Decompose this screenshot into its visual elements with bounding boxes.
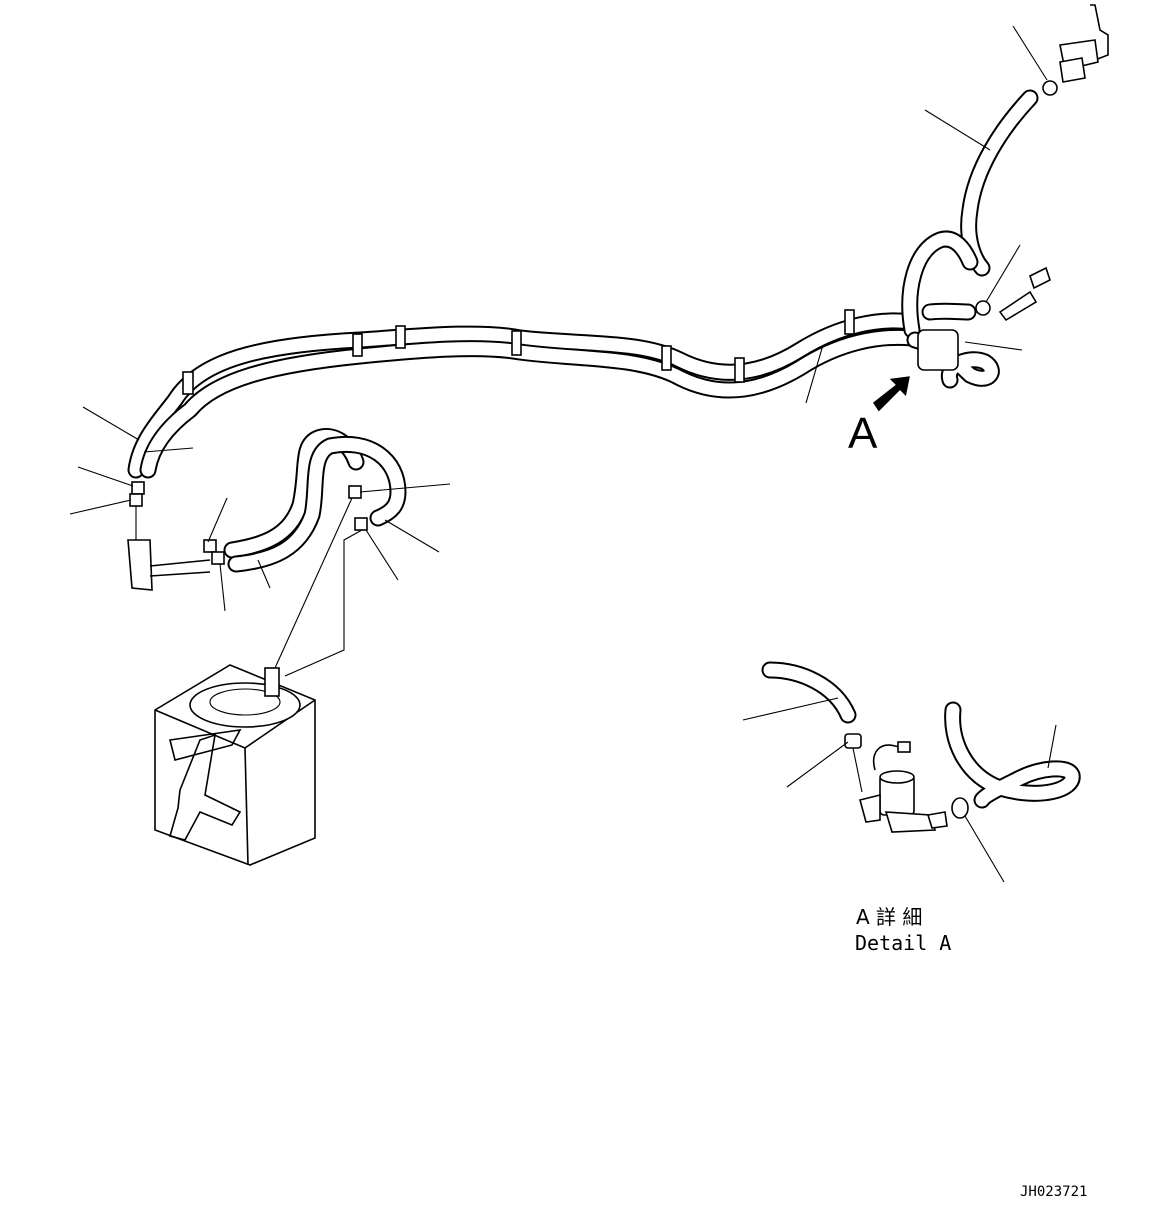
hose-clamp (182, 371, 194, 395)
hose-clamp (661, 345, 672, 371)
main-hose-run (127, 309, 921, 479)
valve-base (884, 811, 937, 833)
nozzle-fitting (998, 290, 1038, 322)
hose-clamp (511, 330, 522, 356)
solenoid-valve (917, 329, 959, 371)
hose-clamp (844, 309, 855, 335)
detail-a-view: A 詳 細 Detail A (742, 661, 1081, 955)
hose-clamp (354, 517, 368, 531)
view-arrow-a: A (848, 376, 910, 458)
hose-clamp (734, 357, 745, 383)
detail-title-english: Detail A (855, 931, 951, 955)
hose-clamp (844, 733, 862, 749)
tank-hoses (223, 428, 407, 677)
hose-clamp (348, 485, 362, 499)
leader-lines (69, 25, 1048, 612)
hose-clamp (352, 333, 363, 357)
detail-title-japanese: A 詳 細 (856, 905, 922, 929)
hose-clamp (203, 539, 217, 553)
hose-clamp (211, 551, 225, 565)
upper-right-hoses (901, 4, 1109, 389)
valve-outlet (926, 811, 948, 829)
solenoid-coil-top (879, 770, 915, 784)
washer-tank (154, 664, 316, 866)
nozzle-fitting (1029, 266, 1051, 290)
hose-clamp (395, 325, 406, 349)
connector (897, 741, 911, 753)
tank-cap-pump (189, 682, 301, 728)
hose-clamp (1042, 80, 1058, 96)
hose-clamp (951, 797, 969, 819)
drawing-number: JH023721 (1020, 1184, 1087, 1200)
hose-clamp (975, 300, 991, 316)
nozzle-bracket (127, 539, 153, 591)
left-fittings (127, 481, 225, 591)
view-marker-label: A (848, 409, 878, 458)
valve-fitting (1059, 57, 1086, 83)
pump-outlet (264, 667, 280, 697)
hose-clamp (129, 493, 143, 507)
valve-inlet (859, 793, 881, 823)
hose-clamp (131, 481, 145, 495)
